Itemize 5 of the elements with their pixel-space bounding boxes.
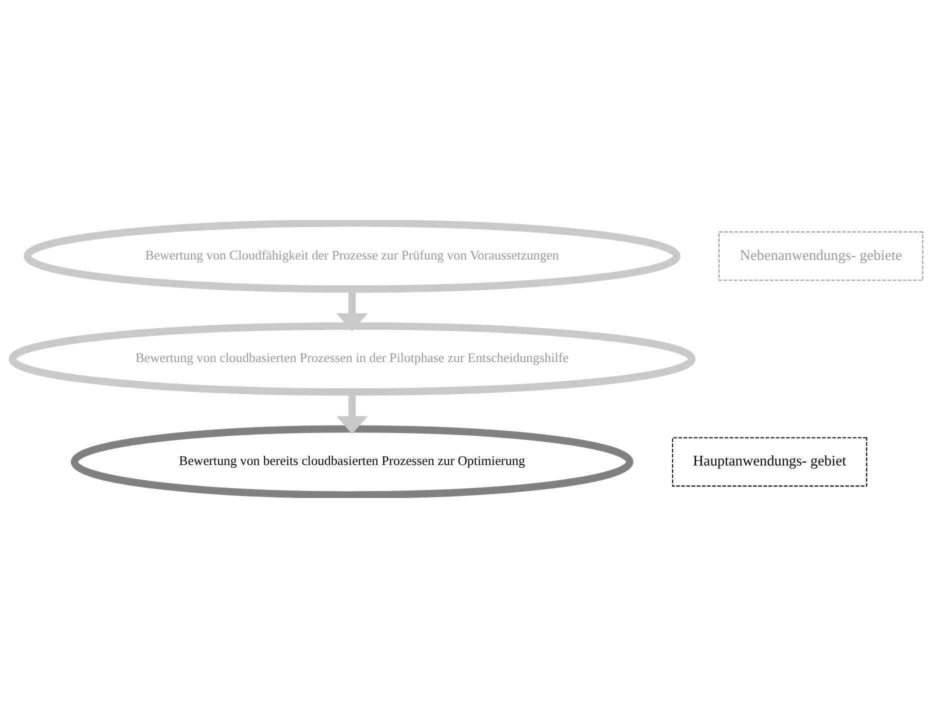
node-ellipse: Bewertung von bereits cloudbasierten Prozessen zur Optimierung (70, 425, 634, 498)
label: Hauptanwendungs- gebiet (693, 454, 846, 470)
node-ellipse: Bewertung von cloudbasierten Prozessen in der Pilotphase zur Entscheidungshilfe (8, 322, 696, 396)
node-ellipse: Bewertung von Cloudfähigkeit der Prozesse zur Prüfung von Voraussetzungen (24, 220, 680, 293)
label: Nebenanwendungs- gebiete (740, 248, 902, 264)
